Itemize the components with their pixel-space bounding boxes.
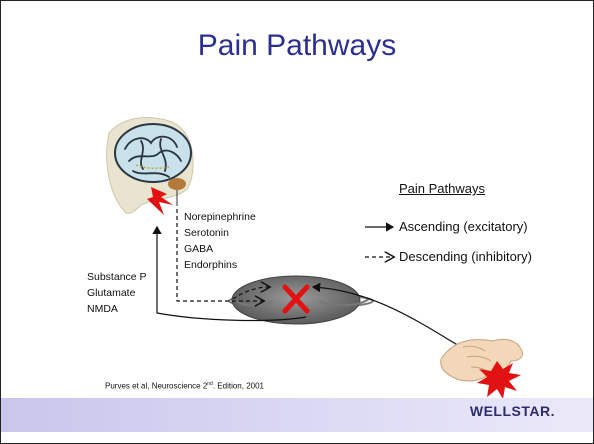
descending-transmitter: Serotonin <box>184 225 256 241</box>
citation-suffix: . Edition, 2001 <box>213 382 264 391</box>
citation: Purves et al, Neuroscience 2nd. Edition,… <box>105 381 264 391</box>
legend-item-ascending: Ascending (excitatory) <box>399 219 528 234</box>
wellstar-logo: WELLSTAR. <box>470 403 555 419</box>
descending-transmitter: GABA <box>184 241 256 257</box>
ascending-transmitter: Glutamate <box>87 285 147 301</box>
legend-title: Pain Pathways <box>399 181 485 196</box>
spinal-cord-icon <box>229 276 373 324</box>
descending-transmitter: Endorphins <box>184 257 256 273</box>
ascending-transmitter: NMDA <box>87 301 147 317</box>
ascending-transmitter: Substance P <box>87 269 147 285</box>
ascending-transmitters-list: Substance P Glutamate NMDA <box>87 269 147 317</box>
descending-transmitter: Norepinephrine <box>184 209 256 225</box>
citation-prefix: Purves et al, Neuroscience 2 <box>105 382 207 391</box>
legend-item-descending: Descending (inhibitory) <box>399 249 532 264</box>
descending-transmitters-list: Norepinephrine Serotonin GABA Endorphins <box>184 209 256 273</box>
